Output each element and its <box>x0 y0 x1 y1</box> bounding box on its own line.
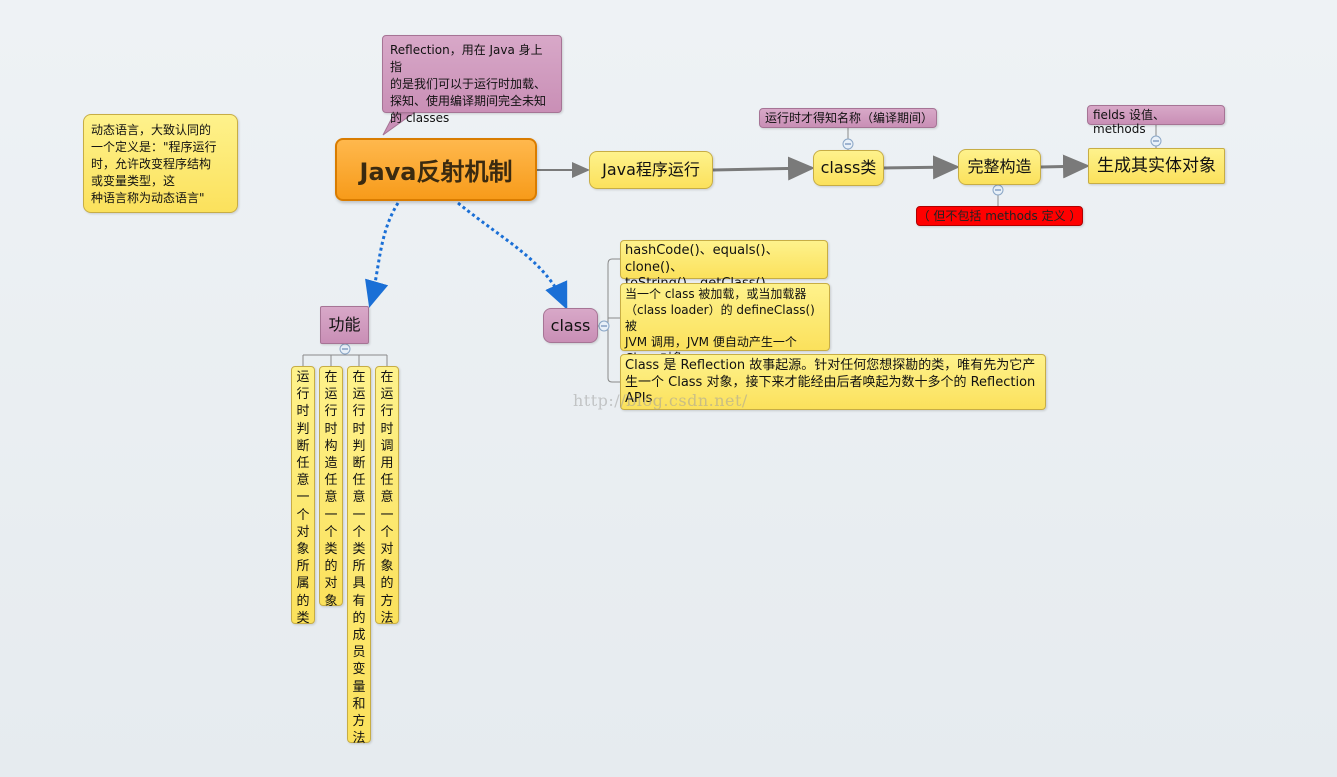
runtime-name-label[interactable]: 运行时才得知名称（编译期间） <box>759 108 937 128</box>
class-item-loader[interactable]: 当一个 class 被加载，或当加载器 （class loader）的 defi… <box>620 283 830 365</box>
class-item-methods[interactable]: hashCode()、equals()、clone()、 toString()、… <box>620 240 828 291</box>
function-node[interactable]: 功能 <box>320 306 369 344</box>
dotted-link-class <box>457 201 568 310</box>
watermark: http://blog.csdn.net/ <box>573 391 748 410</box>
flow-arrow-2 <box>712 156 815 181</box>
function-item-1[interactable]: 运行时判断任意一个对象所属的类 <box>291 366 315 626</box>
flow-arrow-4 <box>1040 154 1090 179</box>
fields-methods-label[interactable]: fields 设值、 methods <box>1087 105 1225 136</box>
class-lei-node[interactable]: class类 <box>813 150 884 186</box>
dotted-link-function <box>365 202 400 308</box>
full-construct-node[interactable]: 完整构造 <box>958 149 1041 185</box>
generate-entity-node[interactable]: 生成其实体对象 <box>1088 148 1225 184</box>
reflection-callout[interactable]: Reflection，用在 Java 身上指 的是我们可以于运行时加载、 探知、… <box>382 35 562 125</box>
function-item-2[interactable]: 在运行时构造任意一个类的对象 <box>319 366 343 609</box>
function-item-3[interactable]: 在运行时判断任意一个类所具有的成员变量和方法 <box>347 366 371 746</box>
function-item-4[interactable]: 在运行时调用任意一个对象的方法 <box>375 366 399 626</box>
java-program-run-node[interactable]: Java程序运行 <box>589 151 713 189</box>
flow-arrow-3 <box>883 155 960 180</box>
class-node[interactable]: class <box>543 308 598 343</box>
central-topic[interactable]: Java反射机制 <box>335 138 537 201</box>
exclude-methods-label[interactable]: （ 但不包括 methods 定义 ） <box>916 206 1083 226</box>
class-item-origin[interactable]: Class 是 Reflection 故事起源。针对任何您想探勘的类，唯有先为它… <box>620 354 1046 410</box>
dynamic-language-note[interactable]: 动态语言，大致认同的 一个定义是："程序运行 时，允许改变程序结构 或变量类型，… <box>83 114 238 213</box>
callout-tail <box>382 111 416 136</box>
